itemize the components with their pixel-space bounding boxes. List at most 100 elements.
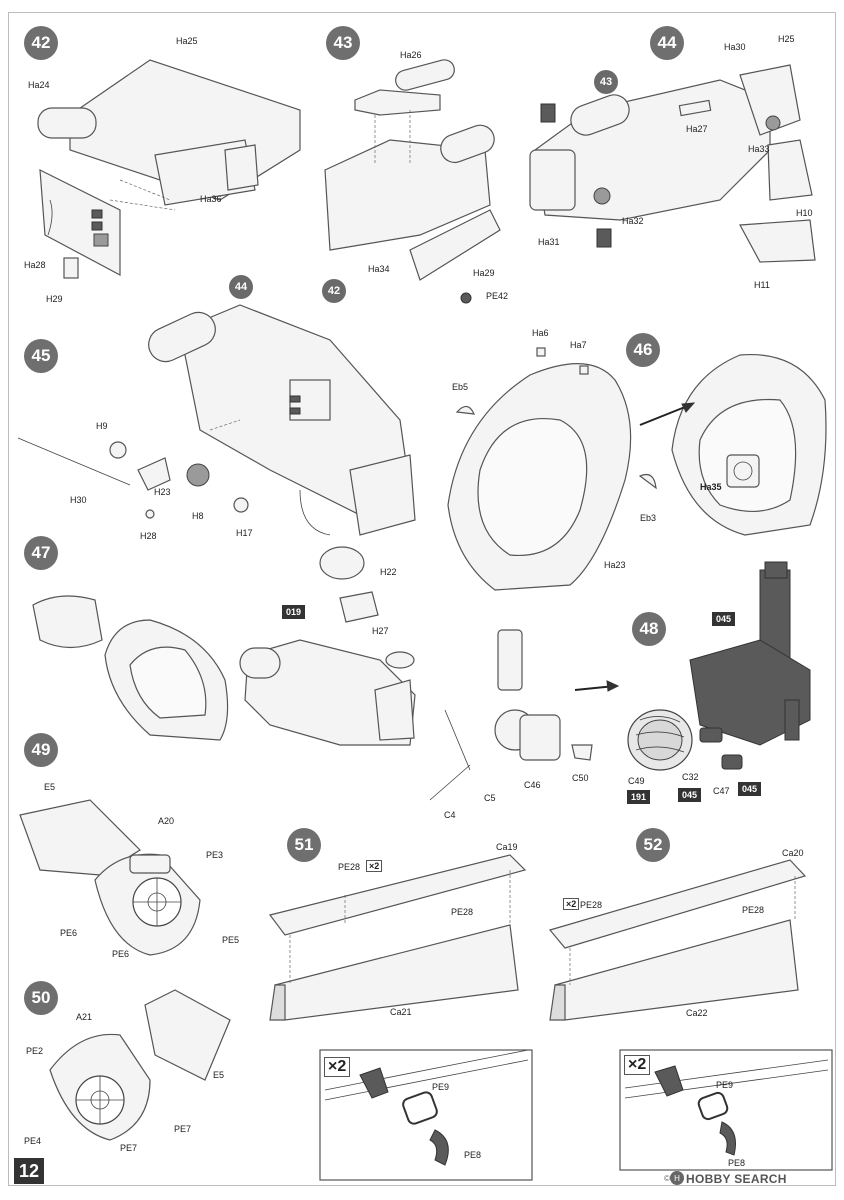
part-label: E5: [44, 782, 56, 792]
step-47-number: 47: [24, 536, 58, 570]
step-48-number: 48: [632, 612, 666, 646]
part-label: Ha6: [532, 328, 549, 338]
part-label: A21: [76, 1012, 93, 1022]
step-44-subassembly-ref: 43: [594, 70, 618, 94]
part-label: H8: [192, 511, 204, 521]
part-label: Ca20: [782, 848, 804, 858]
step-46-number: 46: [626, 333, 660, 367]
step-45-number: 45: [24, 339, 58, 373]
part-label: E5: [213, 1070, 225, 1080]
paint-code-box: 191: [627, 790, 651, 804]
paint-code-box: 045: [738, 782, 762, 796]
part-label: Ha27: [686, 124, 708, 134]
part-label: H27: [372, 626, 389, 636]
part-label: PE6: [112, 949, 130, 959]
multiplier-value: 2: [637, 1056, 647, 1073]
step-43-art: [324, 59, 501, 304]
part-label: C50: [572, 773, 589, 783]
part-label: PE28: [451, 907, 474, 917]
part-label: PE5: [222, 935, 240, 945]
step-42-art: [37, 59, 301, 279]
part-label: H25: [778, 34, 795, 44]
part-label: PE2: [26, 1046, 44, 1056]
part-label: Eb3: [640, 513, 657, 523]
quantity-multiplier: ×2: [366, 860, 383, 872]
part-label: Ha30: [724, 42, 746, 52]
part-label: Ha36: [200, 194, 222, 204]
step-45-art: [17, 304, 416, 623]
part-label: PE8: [464, 1150, 482, 1160]
part-label: H29: [46, 294, 63, 304]
part-label: Ha23: [604, 560, 626, 570]
multiplier-value: 2: [571, 899, 577, 909]
part-label: H22: [380, 567, 397, 577]
step-44-number: 44: [650, 26, 684, 60]
watermark-copyright: ©: [664, 1174, 670, 1183]
detail-multiplier: ×2: [624, 1055, 651, 1075]
part-label: H10: [796, 208, 813, 218]
quantity-multiplier: ×2: [563, 898, 580, 910]
step-50-number: 50: [24, 981, 58, 1015]
step-48-art: [627, 561, 811, 771]
step-49-art: [19, 799, 201, 956]
page-number: 12: [14, 1158, 44, 1184]
detail-multiplier: ×2: [324, 1057, 351, 1077]
part-label: C49: [628, 776, 645, 786]
part-label: H30: [70, 495, 87, 505]
part-label: Ha31: [538, 237, 560, 247]
step-43-subassembly-ref: 42: [322, 279, 346, 303]
part-label: Ha35: [700, 482, 722, 492]
part-label: C47: [713, 786, 730, 796]
watermark-brand: HOBBY SEARCH: [686, 1172, 787, 1186]
part-label: Ca19: [496, 842, 518, 852]
part-label: Ca21: [390, 1007, 412, 1017]
part-label: Ha26: [400, 50, 422, 60]
part-label: Ha7: [570, 340, 587, 350]
hobby-search-logo-icon: H: [670, 1171, 684, 1185]
step-45-subassembly-ref: 44: [229, 275, 253, 299]
step-47-art: [32, 595, 620, 801]
part-label: Ha25: [176, 36, 198, 46]
step-49-number: 49: [24, 733, 58, 767]
step-44-art: [529, 64, 816, 263]
step-42-number: 42: [24, 26, 58, 60]
part-label: PE6: [60, 928, 78, 938]
part-label: PE28: [338, 862, 361, 872]
part-label: PE9: [716, 1080, 734, 1090]
multiplier-value: 2: [337, 1058, 347, 1075]
part-label: Ha33: [748, 144, 770, 154]
step-51-number: 51: [287, 828, 321, 862]
step-50-art: [49, 989, 231, 1141]
step-51-art: [268, 854, 533, 1181]
part-label: H11: [754, 280, 770, 290]
part-label: Ha28: [24, 260, 46, 270]
part-label: PE7: [120, 1143, 138, 1153]
part-label: H28: [140, 531, 157, 541]
part-label: PE7: [174, 1124, 192, 1134]
part-label: PE3: [206, 850, 224, 860]
part-label: Ha29: [473, 268, 495, 278]
paint-code-box: 045: [712, 612, 736, 626]
part-label: H23: [154, 487, 171, 497]
part-label: C32: [682, 772, 699, 782]
part-label: A20: [158, 816, 175, 826]
multiplier-value: 2: [374, 861, 380, 871]
step-43-number: 43: [326, 26, 360, 60]
step-52-number: 52: [636, 828, 670, 862]
part-label: PE42: [486, 291, 509, 301]
part-label: Ha24: [28, 80, 50, 90]
part-label: H9: [96, 421, 108, 431]
part-label: Eb5: [452, 382, 469, 392]
part-label: Ha32: [622, 216, 644, 226]
part-label: PE9: [432, 1082, 450, 1092]
part-label: C4: [444, 810, 456, 820]
step-46-art: [447, 347, 827, 591]
paint-code-box: 019: [282, 605, 306, 619]
part-label: C5: [484, 793, 496, 803]
part-label: Ca22: [686, 1008, 708, 1018]
part-label: PE28: [580, 900, 603, 910]
paint-code-box: 045: [678, 788, 702, 802]
part-label: H17: [236, 528, 253, 538]
part-label: Ha34: [368, 264, 390, 274]
